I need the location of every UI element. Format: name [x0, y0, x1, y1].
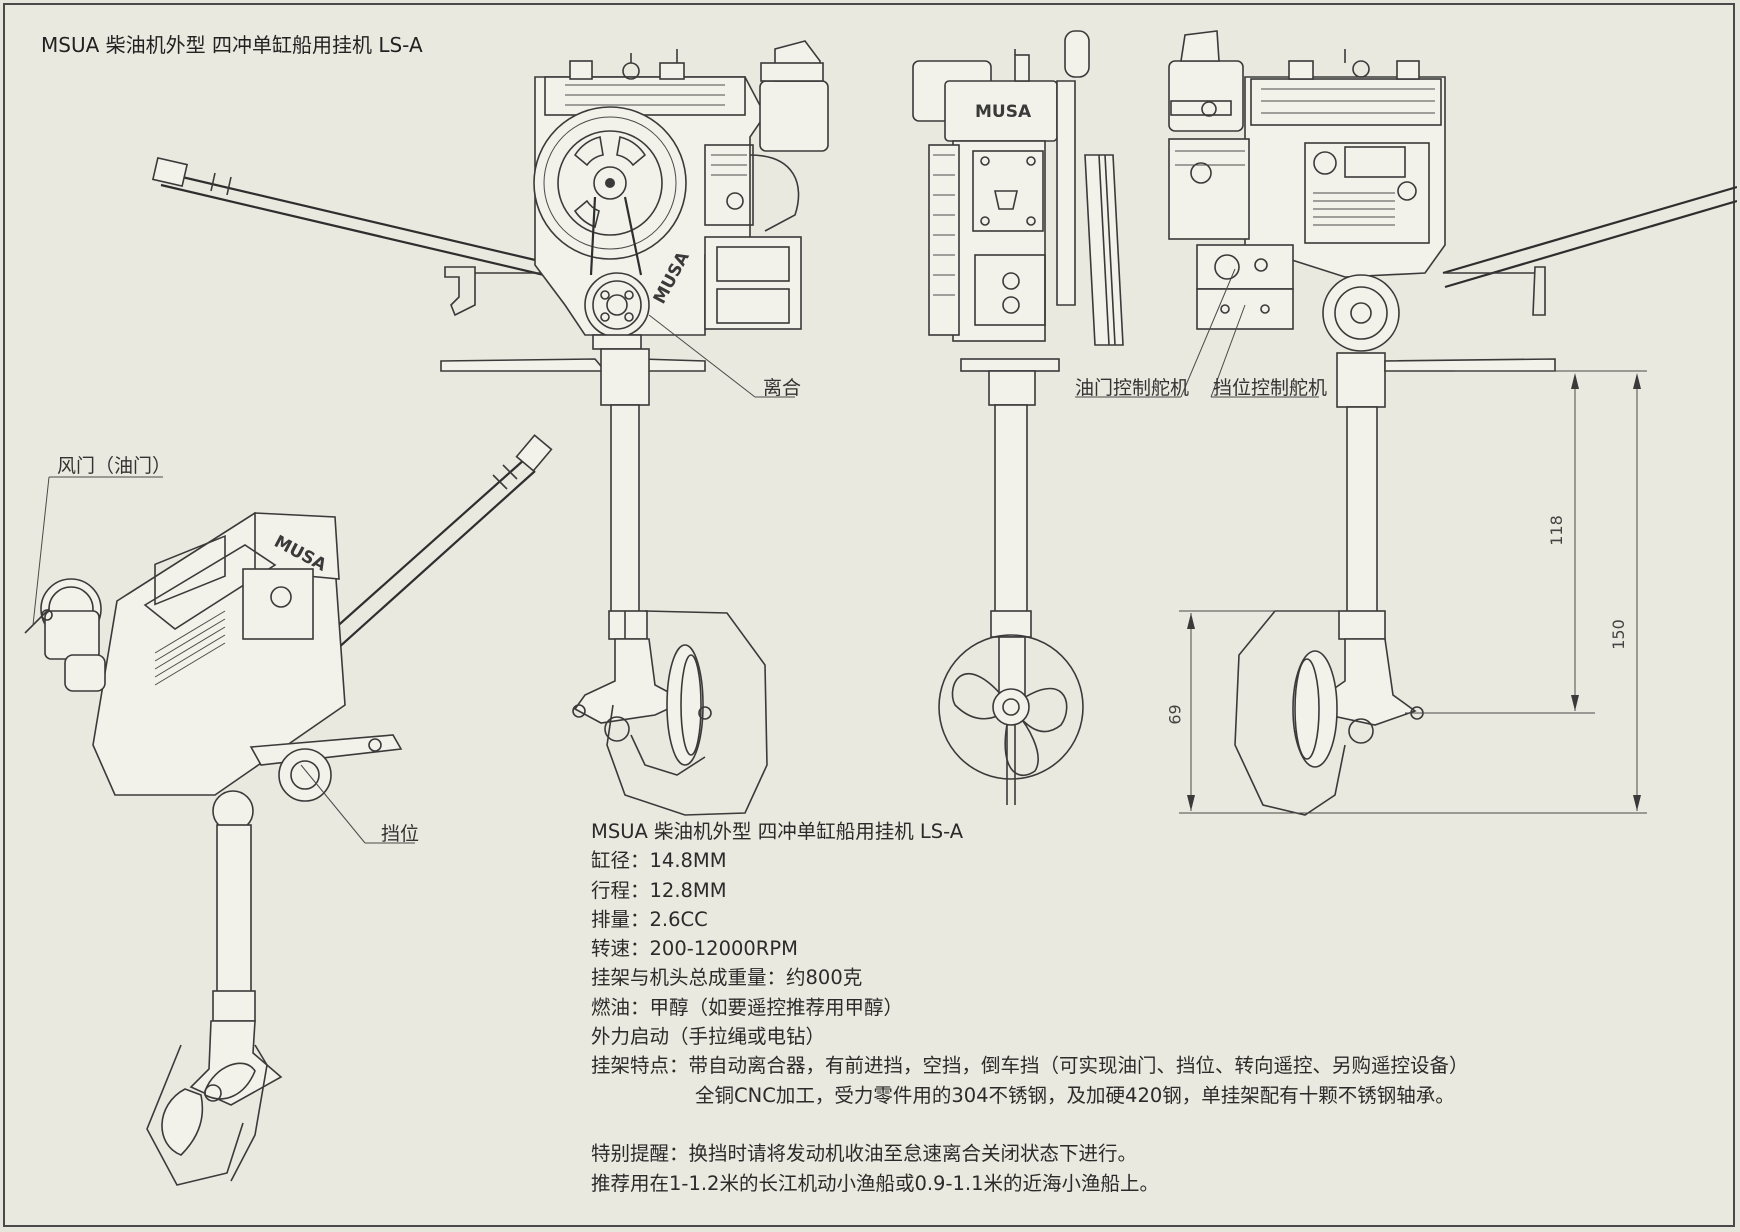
- spec-stroke: 行程：12.8MM: [591, 878, 727, 902]
- callout-gear-servo: 挡位控制舵机: [1213, 377, 1328, 399]
- front-view: MUSA: [151, 40, 829, 816]
- spec-recommend: 推荐用在1-1.2米的长江机动小渔船或0.9-1.1米的近海小渔船上。: [591, 1171, 1160, 1195]
- technical-drawing: MUSA: [24, 30, 1737, 1186]
- dimension-150: 150: [1608, 619, 1628, 650]
- spec-features-1: 挂架特点：带自动离合器，有前进挡，空挡，倒车挡（可实现油门、挡位、转向遥控、另购…: [591, 1054, 1469, 1078]
- dimension-118: 118: [1546, 515, 1566, 546]
- callout-clutch: 离合: [763, 377, 802, 399]
- spec-features-2: 全铜CNC加工，受力零件用的304不锈钢，及加硬420钢，单挂架配有十颗不锈钢轴…: [695, 1083, 1455, 1107]
- spec-speed: 转速：200-12000RPM: [591, 937, 798, 961]
- spec-spacer: [591, 1110, 1641, 1139]
- spec-fuel: 燃油：甲醇（如要遥控推荐用甲醇）: [591, 995, 904, 1019]
- drawing-sheet: MUSA: [3, 3, 1737, 1227]
- callout-choke: 风门（油门）: [57, 455, 172, 477]
- callout-throttle-servo: 油门控制舵机: [1075, 377, 1190, 399]
- page-title: MSUA 柴油机外型 四冲单缸船用挂机 LS-A: [41, 33, 423, 57]
- iso-view: MUSA: [24, 434, 553, 1186]
- spec-displacement: 排量：2.6CC: [591, 907, 708, 931]
- spec-notice: 特别提醒：换挡时请将发动机收油至怠速离合关闭状态下进行。: [591, 1142, 1138, 1166]
- rear-view: [1168, 30, 1737, 816]
- dimension-69: 69: [1165, 704, 1185, 725]
- leader-lines: [32, 268, 1319, 844]
- spec-heading: MSUA 柴油机外型 四冲单缸船用挂机 LS-A: [591, 820, 964, 843]
- spec-weight: 挂架与机头总成重量：约800克: [591, 966, 863, 990]
- spec-block: MSUA 柴油机外型 四冲单缸船用挂机 LS-A 缸径：14.8MM 行程：12…: [591, 817, 1641, 1198]
- spec-start: 外力启动（手拉绳或电钻）: [591, 1025, 826, 1049]
- front-tiller: [151, 156, 566, 317]
- side-logo: MUSA: [975, 102, 1032, 122]
- front-engine: MUSA: [533, 40, 829, 338]
- front-shaft: [440, 334, 768, 816]
- callout-gear: 挡位: [381, 823, 420, 845]
- spec-bore: 缸径：14.8MM: [591, 849, 727, 873]
- side-view: MUSA: [912, 30, 1124, 805]
